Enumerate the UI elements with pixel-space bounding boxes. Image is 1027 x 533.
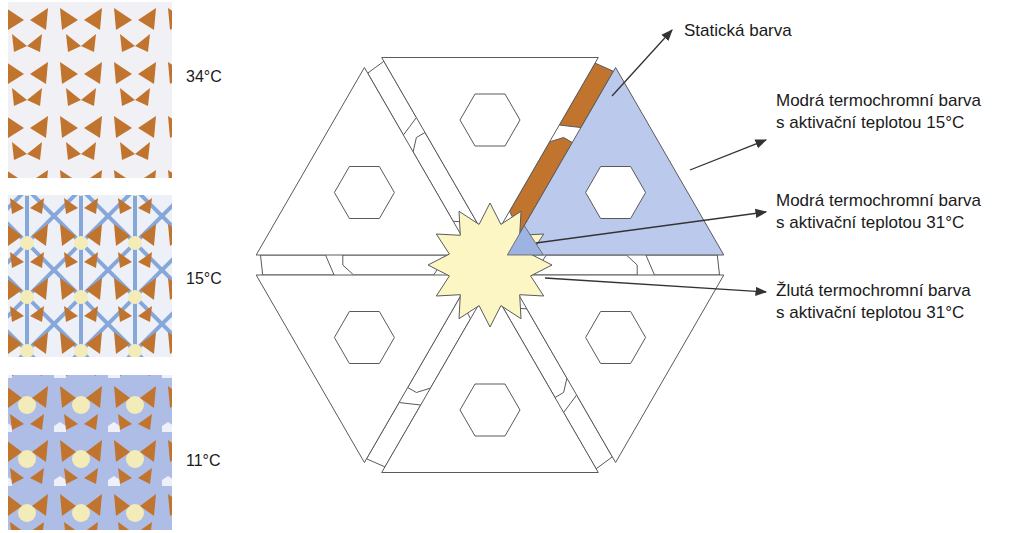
temperature-label: 15°C xyxy=(186,268,222,290)
leader-line xyxy=(690,140,766,170)
pattern-hexagon xyxy=(334,167,394,219)
pattern-triangle xyxy=(256,68,473,256)
callout-label: Modrá termochromní barva s aktivační tep… xyxy=(776,90,1018,134)
pattern-hexagon xyxy=(586,167,646,219)
callout-label: Statická barva xyxy=(684,20,792,42)
fabric-photo xyxy=(8,2,172,178)
geometric-pattern xyxy=(256,58,724,473)
leader-line xyxy=(545,278,766,292)
pattern-triangle xyxy=(256,275,473,463)
pattern-hexagon xyxy=(334,312,394,364)
yellow-31-star xyxy=(428,203,552,327)
leader-lines xyxy=(536,30,766,292)
temperature-label: 11°C xyxy=(186,450,221,472)
pattern-hexagon xyxy=(586,312,646,364)
blue-15-triangle xyxy=(507,68,724,256)
pattern-piece xyxy=(646,255,720,275)
pattern-hexagon xyxy=(460,94,520,146)
temperature-label: 34°C xyxy=(186,66,222,88)
blue-31-patch xyxy=(507,226,543,255)
leader-line xyxy=(612,30,672,96)
leader-line xyxy=(536,212,766,243)
callout-label: Žlutá termochromní barva s aktivační tep… xyxy=(776,280,1018,324)
pattern-hexagon xyxy=(460,384,520,436)
callout-label: Modrá termochromní barva s aktivační tep… xyxy=(776,190,1018,234)
fabric-photo xyxy=(8,195,172,357)
pattern-piece xyxy=(261,255,335,275)
fabric-photo xyxy=(8,375,172,530)
